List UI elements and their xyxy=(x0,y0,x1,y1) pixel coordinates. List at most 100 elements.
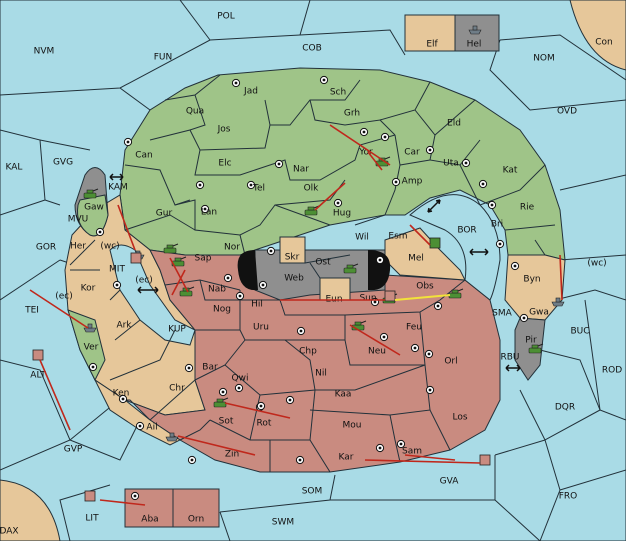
supply-center-dot xyxy=(413,346,417,350)
supply-center-dot xyxy=(249,183,253,187)
order-arrow xyxy=(177,435,256,456)
supply-center-dot xyxy=(203,207,207,211)
sea-label: BUC xyxy=(570,327,589,337)
region-gaw[interactable] xyxy=(77,194,109,237)
region-label: Amp xyxy=(402,177,423,187)
army-icon[interactable] xyxy=(83,188,99,199)
region-label: Orl xyxy=(444,357,457,367)
sea-label: MVU xyxy=(68,215,89,225)
dislodged-unit-icon[interactable] xyxy=(32,349,44,361)
region-label: Kat xyxy=(503,166,518,176)
army-icon[interactable] xyxy=(213,397,229,408)
supply-center-dot xyxy=(234,81,238,85)
dislodged-unit-icon[interactable] xyxy=(479,454,491,466)
fleet-icon[interactable] xyxy=(551,297,565,307)
supply-center-dot xyxy=(187,366,191,370)
fleet-icon[interactable] xyxy=(83,323,97,333)
supply-center-dot xyxy=(373,300,377,304)
supply-center-dot xyxy=(428,148,432,152)
supply-center-dot xyxy=(126,140,130,144)
army-icon[interactable] xyxy=(528,343,544,354)
region-label: Eld xyxy=(447,119,461,129)
region-label: Tel xyxy=(252,184,265,194)
supply-center-dot xyxy=(394,180,398,184)
sea-label: (wc) xyxy=(587,259,606,269)
region-label: Kar xyxy=(339,453,354,463)
region-label: Lan xyxy=(201,208,217,218)
region-label: Uta xyxy=(443,159,459,169)
supply-centers xyxy=(88,75,529,501)
region-label: Mou xyxy=(343,421,362,431)
region-label: Mel xyxy=(408,254,424,264)
region-label: Qwi xyxy=(232,374,249,384)
red-territory xyxy=(124,249,501,473)
supply-center-dot xyxy=(336,201,340,205)
supply-center-dot xyxy=(481,182,485,186)
army-icon[interactable] xyxy=(171,256,187,267)
region-skr[interactable] xyxy=(279,236,306,264)
order-arrow xyxy=(314,182,346,211)
order-arrow xyxy=(559,254,563,301)
region-label: Zin xyxy=(225,450,239,460)
sea-label: LIT xyxy=(85,514,99,524)
region-borders xyxy=(69,74,556,473)
supply-center-dot xyxy=(383,135,387,139)
region-label: Skr xyxy=(285,253,300,263)
supply-center-dot xyxy=(490,203,494,207)
passage-gor xyxy=(109,173,124,181)
supply-center-dot xyxy=(378,446,382,450)
region-label: Sun xyxy=(359,294,376,304)
supply-center-dot xyxy=(427,352,431,356)
region-label: Gur xyxy=(156,209,173,219)
region-label: Hug xyxy=(333,209,351,219)
region-elf[interactable] xyxy=(404,14,456,52)
supply-center-dot xyxy=(198,183,202,187)
sea-label: SWM xyxy=(272,518,294,528)
central-block xyxy=(237,236,391,301)
region-label: Rot xyxy=(257,419,272,429)
unit-icon[interactable] xyxy=(130,252,142,264)
region-label: Nog xyxy=(213,305,231,315)
supply-center-dot xyxy=(115,283,119,287)
sea-label: DQR xyxy=(555,403,575,413)
unit-icon[interactable] xyxy=(384,290,396,302)
sea-label: GVG xyxy=(53,158,73,168)
fleet-icon[interactable] xyxy=(165,432,179,442)
passage-sma xyxy=(469,248,489,256)
unit-icon[interactable] xyxy=(429,237,441,249)
sea-sma-inner xyxy=(409,194,501,301)
region-label: Sap xyxy=(195,254,212,264)
sea-label: GVA xyxy=(440,477,460,487)
supply-center-dot xyxy=(522,316,526,320)
region-label: Pir xyxy=(525,336,537,346)
army-icon[interactable] xyxy=(163,243,179,254)
supply-center-dot xyxy=(237,386,241,390)
fleet-icon[interactable] xyxy=(468,25,482,35)
supply-center-dot xyxy=(498,242,502,246)
region-ver[interactable] xyxy=(67,309,106,382)
supply-center-dot xyxy=(382,335,386,339)
army-icon[interactable] xyxy=(343,263,359,274)
order-arrow xyxy=(364,459,481,464)
supply-center-dot xyxy=(288,398,292,402)
region-orn[interactable] xyxy=(172,488,220,528)
region-label: Car xyxy=(404,148,420,158)
supply-center-dot xyxy=(428,388,432,392)
army-icon[interactable] xyxy=(448,288,464,299)
order-arrow xyxy=(169,257,189,293)
region-label: Qua xyxy=(186,107,204,117)
supply-center-dot xyxy=(98,230,102,234)
supply-center-dot xyxy=(513,264,517,268)
supply-center-dot xyxy=(238,294,242,298)
region-label: Los xyxy=(452,413,467,423)
supply-center-dot xyxy=(298,458,302,462)
support-arrow xyxy=(394,294,451,301)
supply-center-dot xyxy=(121,397,125,401)
sea-label: (ec) xyxy=(55,292,73,302)
region-label: Rie xyxy=(520,203,535,213)
region-gwa[interactable] xyxy=(504,254,566,321)
region-label: Jad xyxy=(243,87,258,97)
dislodged-unit-icon[interactable] xyxy=(84,490,96,502)
region-label: Hil xyxy=(251,300,263,310)
